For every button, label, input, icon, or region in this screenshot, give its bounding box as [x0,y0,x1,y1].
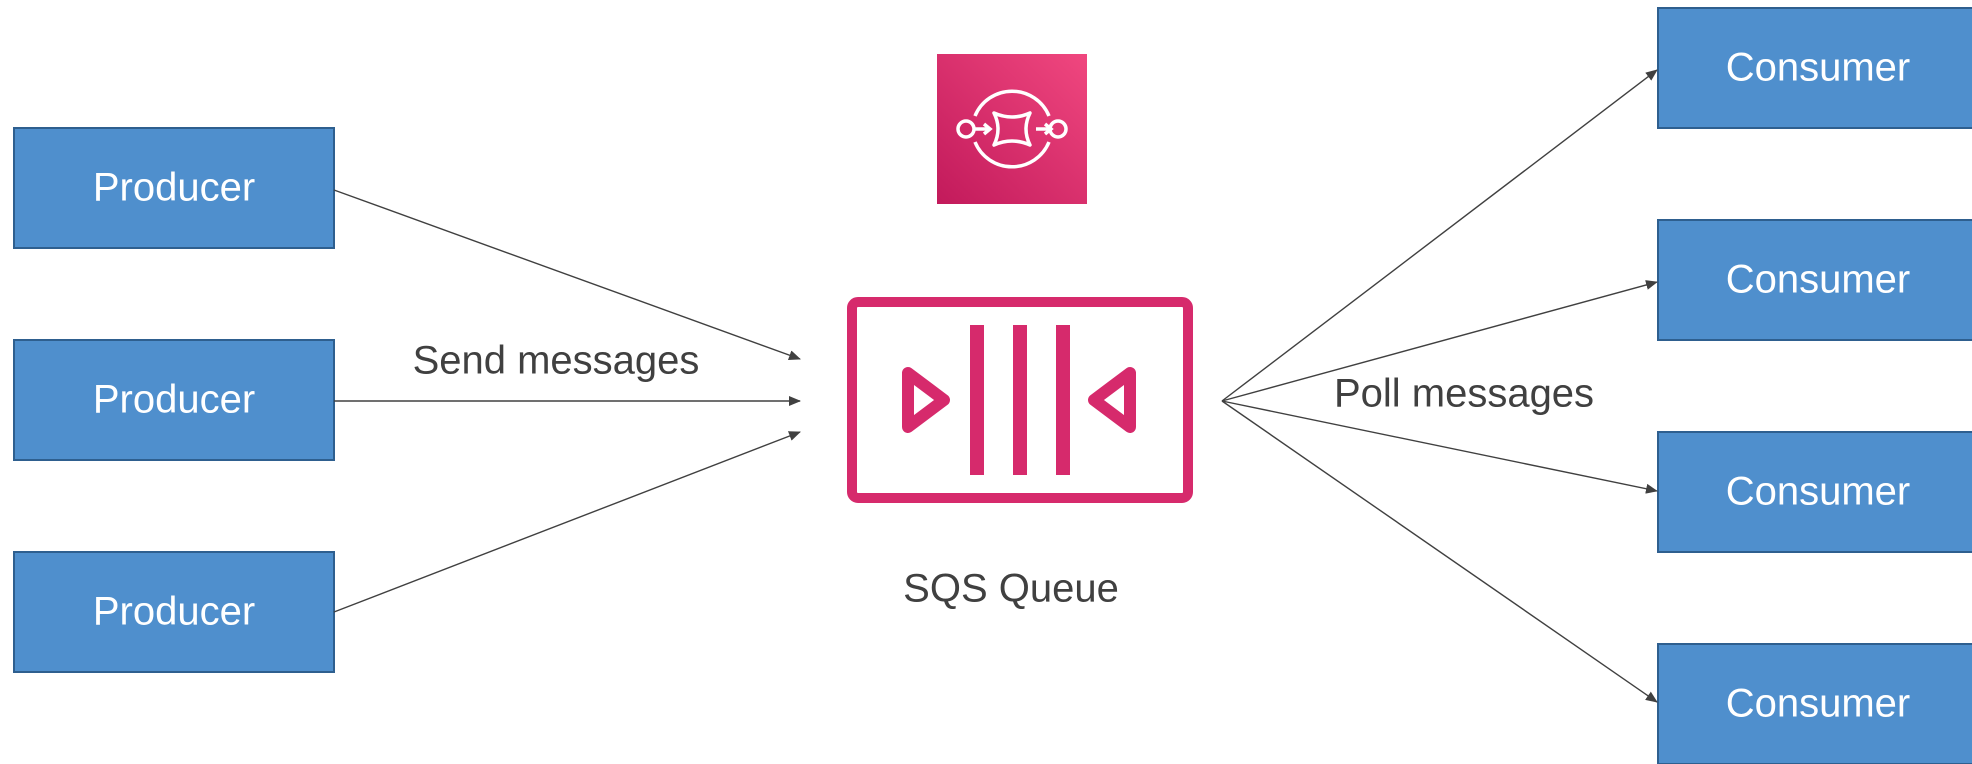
poll-messages-label: Poll messages [1334,372,1594,416]
consumer-label: Consumer [1726,682,1911,726]
producer-box: Producer [13,551,335,673]
poll-arrow [1221,400,1658,703]
poll-arrow [1221,280,1658,402]
sqs-service-icon [937,54,1087,204]
sqs-queue-icon [847,297,1193,503]
producer-box: Producer [13,127,335,249]
producer-label: Producer [93,378,255,422]
consumer-box: Consumer [1657,7,1972,129]
consumer-label: Consumer [1726,470,1911,514]
poll-arrow [1221,69,1658,402]
consumer-label: Consumer [1726,258,1911,302]
consumer-box: Consumer [1657,431,1972,553]
send-arrow [333,189,801,360]
producer-label: Producer [93,166,255,210]
producer-box: Producer [13,339,335,461]
send-arrow [333,431,801,613]
consumer-box: Consumer [1657,643,1972,764]
producer-label: Producer [93,590,255,634]
send-messages-label: Send messages [413,339,700,383]
queue-caption: SQS Queue [903,567,1119,611]
poll-arrow [1221,400,1658,494]
consumer-label: Consumer [1726,46,1911,90]
consumer-box: Consumer [1657,219,1972,341]
